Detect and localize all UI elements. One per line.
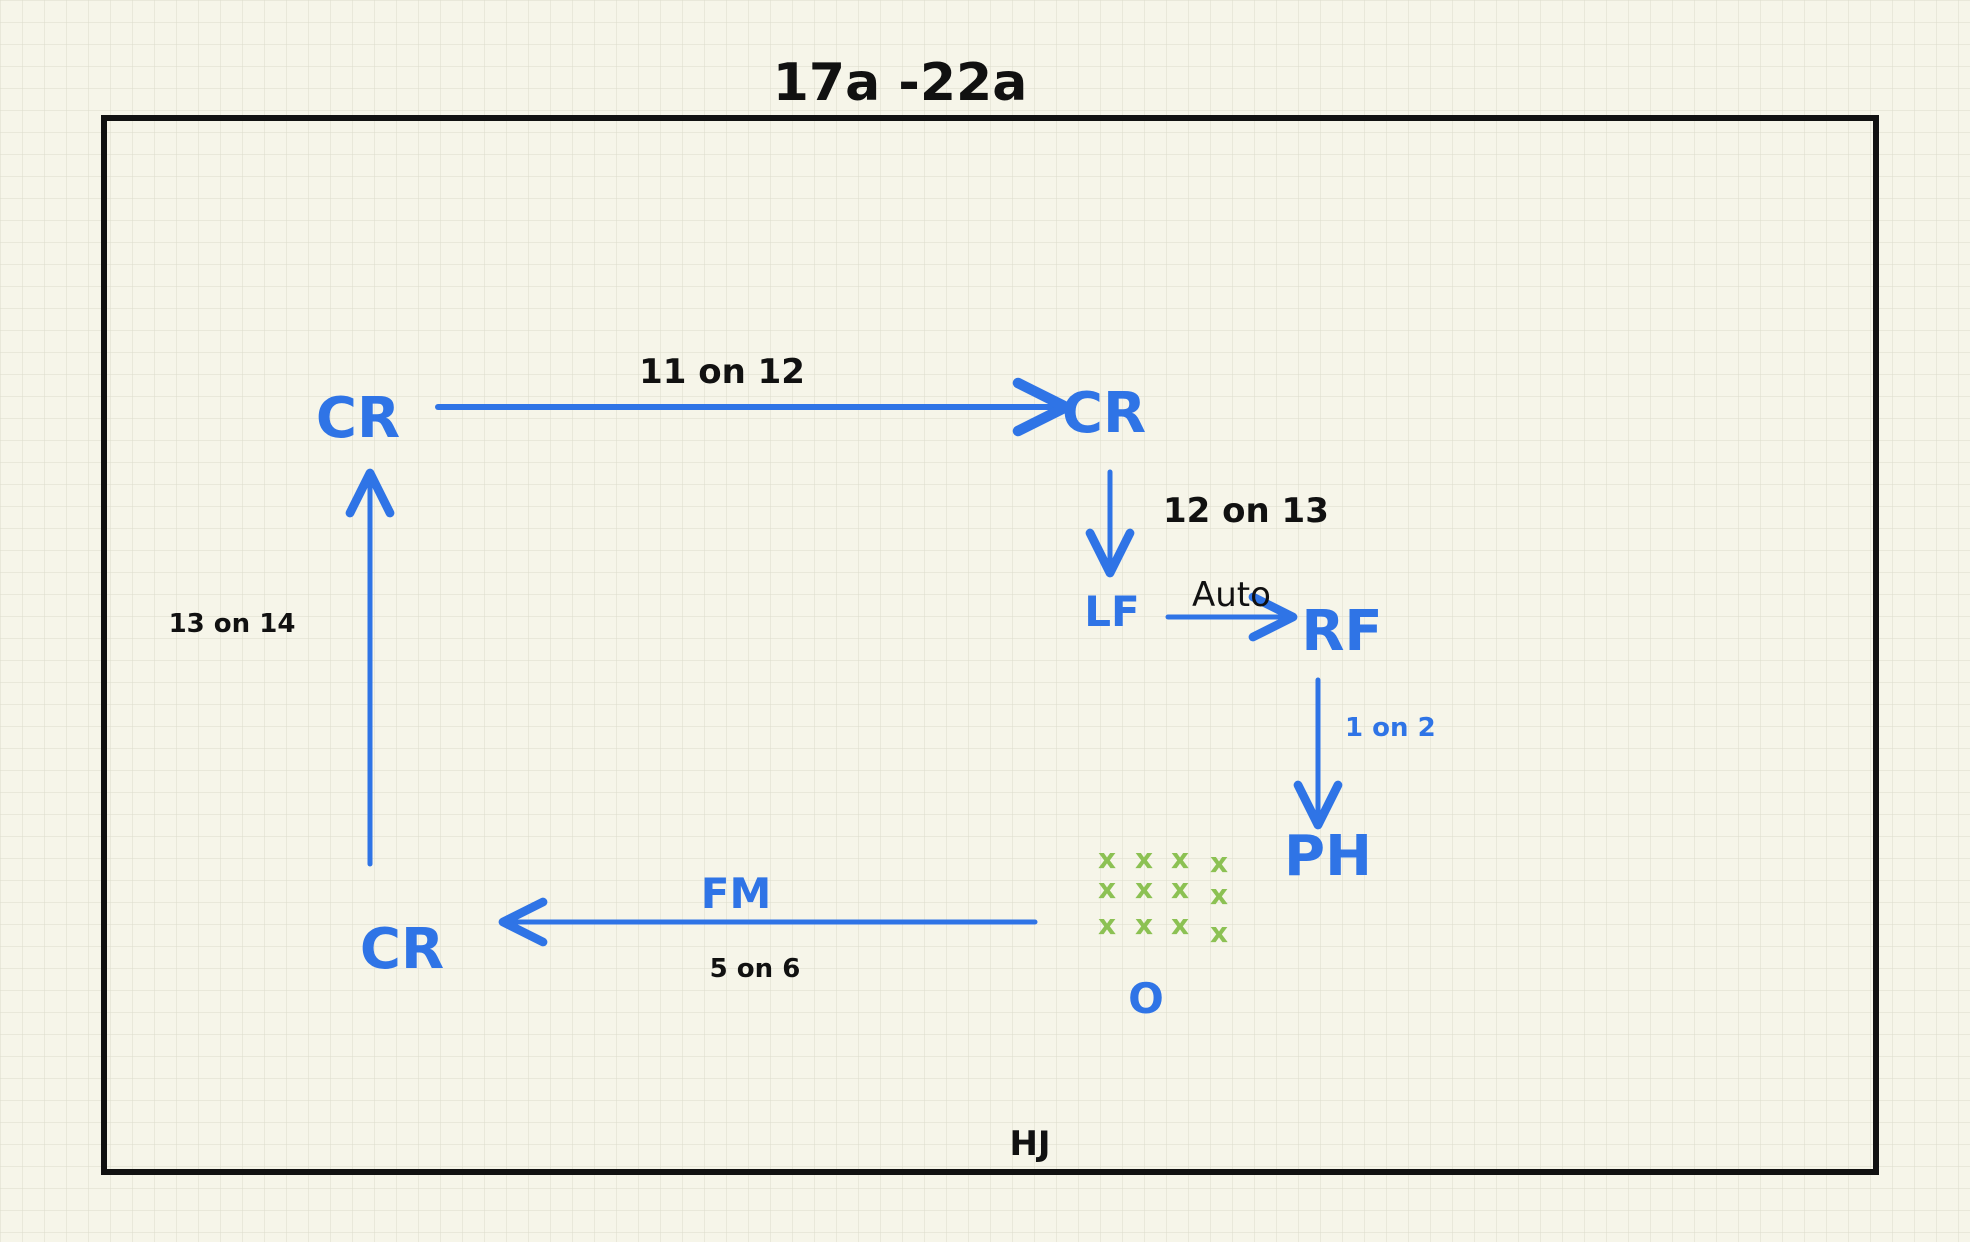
cluster-x-mark: x <box>1135 872 1153 905</box>
cluster-x-mark: x <box>1098 872 1116 905</box>
edge-label-lf-to-rf: Auto <box>1192 575 1271 615</box>
cluster-x-mark: x <box>1171 908 1189 941</box>
diagram-title: 17a -22a <box>773 53 1028 113</box>
field-frame <box>101 115 1879 1175</box>
cluster-x-mark: x <box>1171 842 1189 875</box>
edge-label-left: 13 on 14 <box>169 609 296 639</box>
node-o: O <box>1128 974 1164 1023</box>
cluster-x-mark: x <box>1098 908 1116 941</box>
cluster-x-mark: x <box>1210 878 1228 911</box>
node-rf: RF <box>1301 599 1382 664</box>
edge-label-bottom-top: FM <box>701 869 772 918</box>
node-cr-top-right: CR <box>1062 381 1146 446</box>
cluster-x-mark: x <box>1098 842 1116 875</box>
node-cr-bottom-left: CR <box>360 917 444 982</box>
cluster-x-mark: x <box>1171 872 1189 905</box>
edge-label-right-down: 12 on 13 <box>1163 491 1329 531</box>
node-cr-top-left: CR <box>316 386 400 451</box>
edge-label-rf-to-ph: 1 on 2 <box>1345 713 1436 743</box>
cluster-x-mark: x <box>1135 842 1153 875</box>
node-lf: LF <box>1084 587 1139 636</box>
cluster-x-mark: x <box>1210 916 1228 949</box>
footer-label: HJ <box>1009 1124 1050 1164</box>
cluster-x-mark: x <box>1135 908 1153 941</box>
edge-label-top: 11 on 12 <box>639 352 805 392</box>
edge-label-bottom-bottom: 5 on 6 <box>710 954 801 984</box>
cluster-x-mark: x <box>1210 846 1228 879</box>
node-ph: PH <box>1284 824 1372 889</box>
